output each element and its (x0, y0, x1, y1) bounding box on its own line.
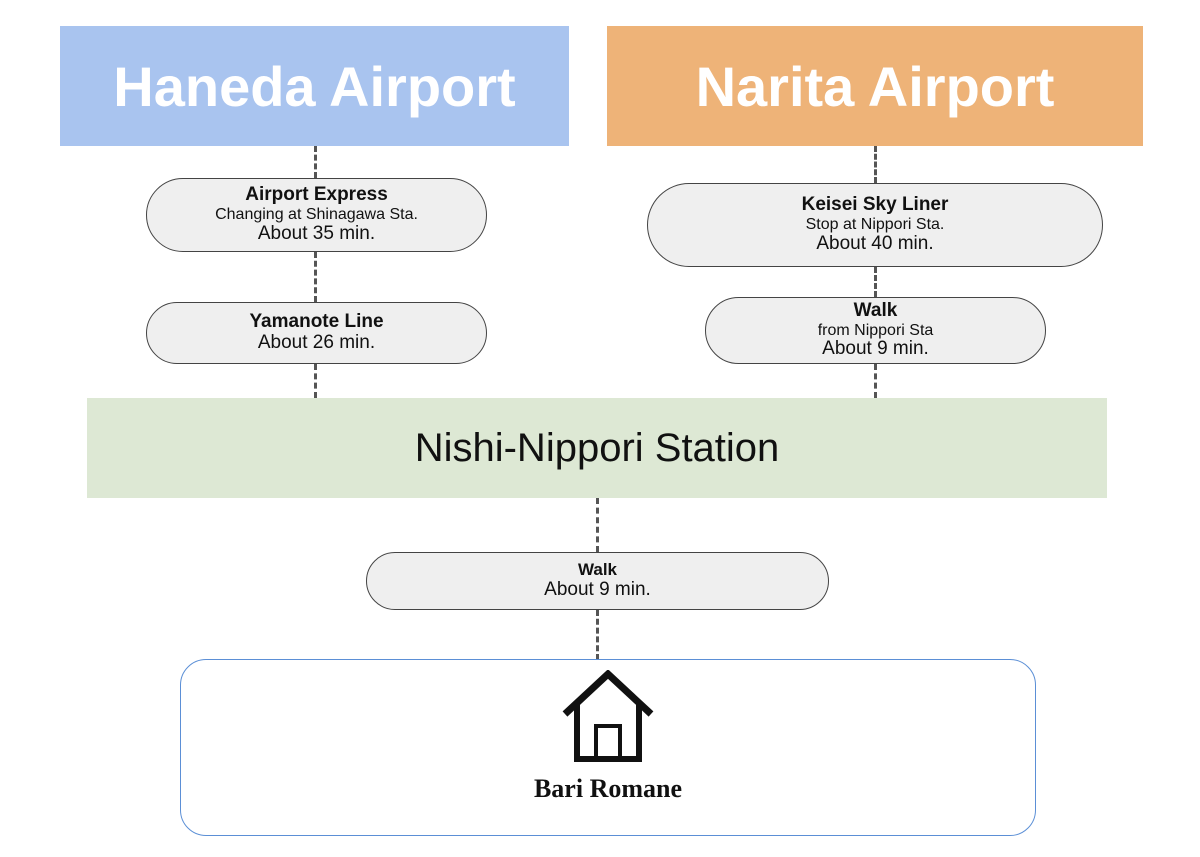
step-title: Walk (577, 560, 618, 580)
connector-line (314, 252, 317, 302)
connector-line (874, 146, 877, 183)
connector-line (314, 146, 317, 178)
yamanote-line-step: Yamanote Line About 26 min. (146, 302, 487, 364)
step-duration: About 9 min. (822, 338, 929, 360)
narita-airport-box: Narita Airport (607, 26, 1143, 146)
connector-line (596, 610, 599, 660)
haneda-airport-box: Haneda Airport (60, 26, 569, 146)
destination-name: Bari Romane (533, 774, 683, 803)
keisei-sky-liner-step: Keisei Sky Liner Stop at Nippori Sta. Ab… (647, 183, 1103, 267)
connector-line (874, 267, 877, 297)
connector-line (874, 364, 877, 398)
connector-line (314, 364, 317, 398)
walk-from-nippori-step: Walk from Nippori Sta About 9 min. (705, 297, 1046, 364)
step-duration: About 26 min. (257, 332, 376, 353)
destination-box: Bari Romane (180, 659, 1036, 836)
step-title: Airport Express (245, 184, 388, 206)
step-subtitle: Changing at Shinagawa Sta. (215, 206, 418, 224)
narita-airport-title: Narita Airport (695, 54, 1055, 118)
house-icon (562, 670, 654, 762)
step-subtitle: Stop at Nippori Sta. (805, 216, 945, 234)
final-walk-step: Walk About 9 min. (366, 552, 829, 610)
station-box: Nishi-Nippori Station (87, 398, 1107, 498)
haneda-airport-title: Haneda Airport (113, 54, 516, 118)
step-duration: About 9 min. (544, 578, 651, 600)
airport-express-step: Airport Express Changing at Shinagawa St… (146, 178, 487, 252)
step-duration: About 35 min. (257, 222, 376, 244)
step-subtitle: from Nippori Sta (817, 321, 934, 339)
step-title: Keisei Sky Liner (801, 194, 949, 216)
connector-line (596, 498, 599, 552)
step-title: Yamanote Line (249, 311, 384, 333)
step-title: Walk (853, 299, 898, 321)
step-duration: About 40 min. (816, 232, 934, 254)
station-name: Nishi-Nippori Station (414, 425, 780, 470)
